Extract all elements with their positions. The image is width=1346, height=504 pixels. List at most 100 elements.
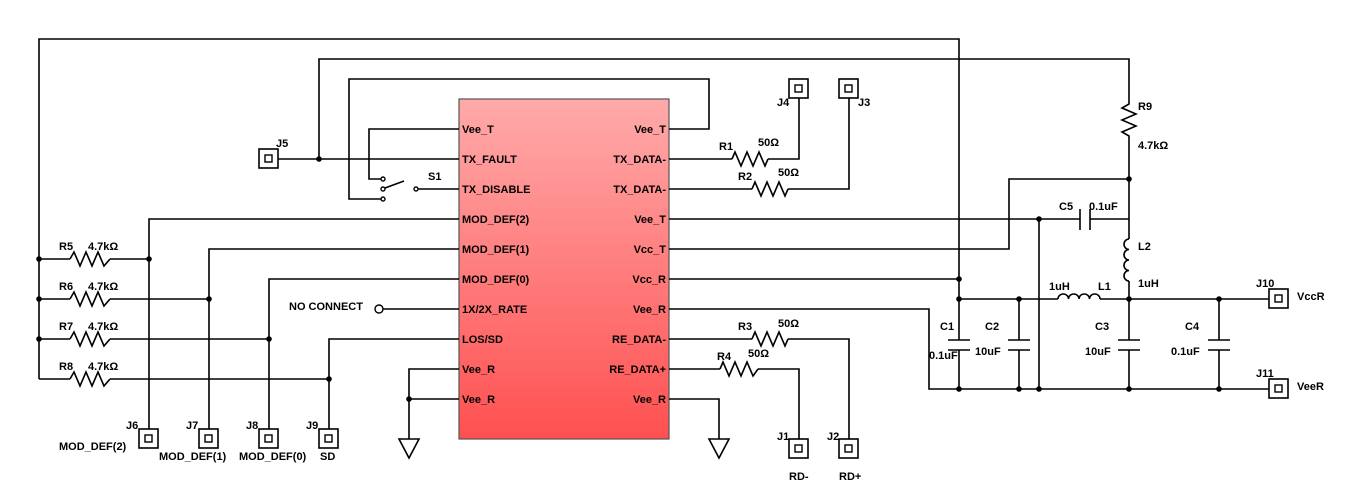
inductors: L1 1uH L2 1uH bbox=[1049, 238, 1159, 300]
connector-j7-pin bbox=[204, 434, 213, 443]
resistor-r7-ref: R7 bbox=[59, 321, 73, 333]
ic-pin-right-6: Vcc_R bbox=[632, 274, 666, 286]
ic-pin-left-9: Vee_R bbox=[462, 364, 495, 376]
resistor-r4-value: 50Ω bbox=[748, 348, 769, 360]
ground-symbol-right bbox=[707, 438, 731, 460]
wire-mod-def1 bbox=[208, 248, 459, 431]
junction-dot bbox=[1126, 386, 1132, 392]
capacitor-c1-value: 0.1uF bbox=[929, 350, 958, 362]
ic-pin-right-8: RE_DATA- bbox=[612, 334, 666, 346]
connector-j5-pin bbox=[264, 154, 273, 163]
junction-dot bbox=[1036, 216, 1042, 222]
ic-pin-left-1: Vee_T bbox=[462, 124, 494, 136]
junction-dot bbox=[406, 396, 412, 402]
wire-mod-def0 bbox=[268, 278, 459, 431]
capacitor-c4-value: 0.1uF bbox=[1171, 346, 1200, 358]
capacitor-c4-ref: C4 bbox=[1185, 321, 1200, 333]
connector-j9-pin bbox=[324, 434, 333, 443]
capacitor-c1-ref: C1 bbox=[940, 321, 954, 333]
ic-pin-left-6: MOD_DEF(0) bbox=[462, 274, 530, 286]
connector-j2-ref: J2 bbox=[827, 431, 839, 443]
capacitors: C1 0.1uF C2 10uF C3 10uF C4 0.1uF C5 0.1… bbox=[929, 201, 1230, 362]
connector-j6-ref: J6 bbox=[126, 420, 138, 432]
connector-j7-label: MOD_DEF(1) bbox=[159, 451, 227, 463]
resistor-r5 bbox=[69, 249, 111, 269]
no-connect-label: NO CONNECT bbox=[289, 301, 363, 313]
wire-vee-t-switch bbox=[348, 78, 710, 200]
connector-j6-label: MOD_DEF(2) bbox=[59, 441, 127, 453]
capacitor-c5-value: 0.1uF bbox=[1089, 201, 1118, 213]
resistor-r9-value: 4.7kΩ bbox=[1138, 140, 1168, 152]
resistor-r8-ref: R8 bbox=[59, 361, 73, 373]
connector-j11-pin bbox=[1274, 384, 1283, 393]
resistor-r3 bbox=[751, 329, 789, 349]
connector-j4-pin bbox=[794, 84, 803, 93]
resistor-r8 bbox=[69, 369, 111, 389]
resistor-r9 bbox=[1119, 100, 1139, 138]
resistor-r9-ref: R9 bbox=[1138, 101, 1152, 113]
connector-j11-label: VeeR bbox=[1297, 381, 1324, 393]
wires bbox=[38, 38, 1279, 440]
junction-dot bbox=[36, 256, 42, 262]
resistor-r6-ref: R6 bbox=[59, 281, 73, 293]
switch-s1: S1 bbox=[380, 171, 441, 202]
junction-dot bbox=[1016, 386, 1022, 392]
wire-los-sd bbox=[328, 338, 459, 431]
ic-pin-left-10: Vee_R bbox=[462, 394, 495, 406]
connector-j7-ref: J7 bbox=[186, 420, 198, 432]
connectors: J5 J4 J3 J6 MOD_DEF(2) J7 MOD_DEF(1) J8 … bbox=[59, 78, 1325, 483]
resistor-r7-value: 4.7kΩ bbox=[88, 321, 118, 333]
capacitor-c2-ref: C2 bbox=[985, 321, 999, 333]
connector-j6-pin bbox=[144, 434, 153, 443]
resistor-r2-ref: R2 bbox=[738, 171, 752, 183]
resistor-r2-value: 50Ω bbox=[778, 167, 799, 179]
resistor-r6 bbox=[69, 289, 111, 309]
resistor-r3-ref: R3 bbox=[738, 321, 752, 333]
resistor-r4-ref: R4 bbox=[717, 351, 732, 363]
wire-vee-t-left bbox=[368, 128, 459, 180]
switch-s1-contact-top bbox=[380, 176, 386, 182]
junction-dot bbox=[316, 156, 322, 162]
connector-j9-label: SD bbox=[320, 451, 335, 463]
ic-pin-right-3: TX_DATA- bbox=[613, 184, 666, 196]
resistor-r3-value: 50Ω bbox=[778, 318, 799, 330]
capacitor-c3-ref: C3 bbox=[1095, 321, 1109, 333]
connector-j1-pin bbox=[794, 444, 803, 453]
connector-j3-pin bbox=[844, 84, 853, 93]
resistor-r4 bbox=[719, 359, 759, 379]
connector-j9-ref: J9 bbox=[306, 420, 318, 432]
wire-vee-r-left-a bbox=[408, 368, 459, 439]
connector-j3-ref: J3 bbox=[858, 97, 870, 109]
wire-r4-j1 bbox=[758, 368, 800, 440]
connector-j4-ref: J4 bbox=[777, 97, 790, 109]
ic-pin-left-8: LOS/SD bbox=[462, 334, 503, 346]
inductor-l1-value: 1uH bbox=[1049, 281, 1070, 293]
ic-pin-left-4: MOD_DEF(2) bbox=[462, 214, 530, 226]
wire-r1-j4 bbox=[768, 98, 800, 160]
inductor-l2-ref: L2 bbox=[1138, 241, 1151, 253]
ic-pin-right-10: Vee_R bbox=[633, 394, 666, 406]
resistor-r5-value: 4.7kΩ bbox=[88, 241, 118, 253]
ic-pin-right-9: RE_DATA+ bbox=[609, 364, 666, 376]
ic-pin-right-2: TX_DATA- bbox=[613, 154, 666, 166]
junction-dot bbox=[1126, 176, 1132, 182]
wire-vccr-rail bbox=[38, 38, 960, 379]
no-connect: NO CONNECT bbox=[289, 301, 384, 314]
connector-j5-ref: J5 bbox=[276, 138, 288, 150]
no-connect-terminal bbox=[374, 304, 384, 314]
wire-vee-r-right-gnd bbox=[669, 398, 720, 439]
ic-pin-right-4: Vee_T bbox=[634, 214, 666, 226]
resistor-r1-ref: R1 bbox=[719, 141, 733, 153]
ic-pin-right-5: Vcc_T bbox=[634, 244, 667, 256]
capacitor-c2-value: 10uF bbox=[975, 346, 1001, 358]
junction-dot bbox=[956, 276, 962, 282]
ic-pin-right-7: Vee_R bbox=[633, 304, 666, 316]
wire-r3-j2 bbox=[788, 338, 850, 440]
wire-tx-fault-r9 bbox=[318, 58, 1130, 159]
ic-pin-right-1: Vee_T bbox=[634, 124, 666, 136]
junction-dot bbox=[1216, 296, 1222, 302]
connector-j2-pin bbox=[844, 444, 853, 453]
junction-dot bbox=[956, 386, 962, 392]
switch-s1-contact-bot bbox=[380, 196, 386, 202]
